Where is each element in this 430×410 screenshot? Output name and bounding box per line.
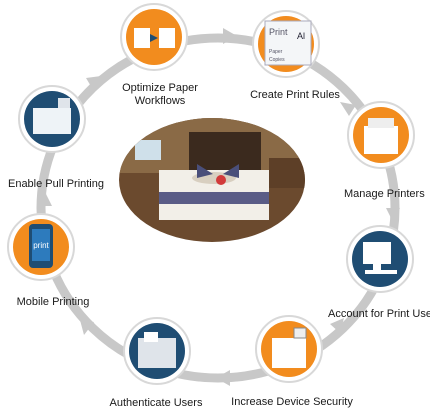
arrow-icon: [386, 208, 400, 222]
step-auth-label: Authenticate Users: [109, 397, 203, 409]
step-account-label: Account for Print Use: [328, 308, 430, 320]
step-rules-icon: Print Al Paper Copies: [251, 9, 321, 79]
svg-text:Copies: Copies: [269, 57, 285, 63]
svg-text:print: print: [33, 241, 49, 250]
arrow-icon: [330, 318, 344, 333]
arrow-icon: [80, 320, 94, 335]
step-printers-icon: [346, 100, 416, 170]
svg-text:Paper: Paper: [269, 49, 283, 55]
step-rules-label: Create Print Rules: [250, 89, 340, 101]
arrow-icon: [38, 192, 52, 206]
step-mobile-icon: print: [6, 212, 76, 282]
step-auth-icon: [122, 316, 192, 386]
arrow-icon: [223, 28, 237, 44]
step-mobile-label: Mobile Printing: [16, 296, 90, 308]
step-pull-label: Enable Pull Printing: [7, 178, 104, 190]
arrow-icon: [86, 76, 101, 88]
step-pull-icon: [17, 84, 87, 154]
step-security-label: Increase Device Security: [231, 396, 353, 408]
step-account-icon: [345, 224, 415, 294]
svg-text:Al: Al: [297, 31, 305, 41]
hotel-room-photo: [119, 118, 305, 242]
arrow-icon: [340, 102, 356, 116]
step-security-icon: [254, 314, 324, 384]
arrow-icon: [216, 370, 230, 386]
step-optimize-icon: [119, 2, 189, 72]
step-printers-label: Manage Printers: [344, 188, 425, 200]
svg-text:Print: Print: [269, 27, 288, 37]
